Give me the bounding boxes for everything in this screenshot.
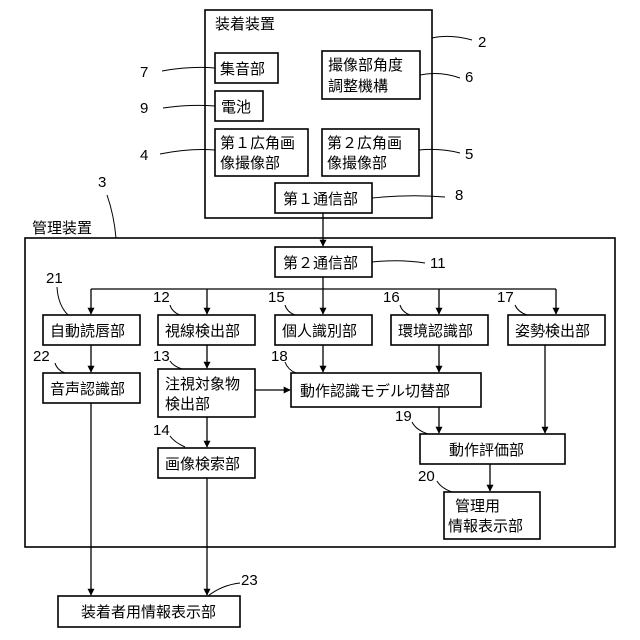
mic-ref: 7 bbox=[140, 64, 148, 81]
gaze-obj-ref: 13 bbox=[153, 348, 170, 365]
image-search-label: 画像検索部 bbox=[165, 455, 240, 473]
posture-ref-leader bbox=[515, 305, 527, 315]
image-search-ref-leader bbox=[170, 436, 185, 447]
cam2-line1: 第２広角画 bbox=[327, 134, 402, 152]
manager-title: 管理装置 bbox=[32, 219, 92, 237]
mic-label: 集音部 bbox=[220, 60, 265, 78]
gaze-ref: 12 bbox=[153, 289, 170, 306]
image-search-ref: 14 bbox=[153, 422, 170, 439]
gaze-obj-ref-leader bbox=[170, 361, 182, 369]
admin-display-ref: 20 bbox=[418, 468, 435, 485]
person-id-ref-leader bbox=[285, 305, 295, 315]
cam1-ref-leader bbox=[160, 150, 215, 155]
manager-ref: 3 bbox=[98, 174, 106, 191]
wearer-display-label: 装着者用情報表示部 bbox=[81, 603, 216, 621]
eval-ref-leader bbox=[412, 422, 428, 434]
cam2-ref: 5 bbox=[465, 146, 473, 163]
lipread-label: 自動読唇部 bbox=[50, 322, 125, 340]
comm2-ref: 11 bbox=[430, 255, 446, 272]
cam-mech-line2: 調整機構 bbox=[328, 77, 388, 95]
wearer-display-ref: 23 bbox=[241, 572, 258, 589]
device-title: 装着装置 bbox=[215, 15, 275, 33]
cam-mech-ref-leader bbox=[420, 74, 460, 78]
admin-display-ref-leader bbox=[437, 481, 452, 492]
device-ref-leader bbox=[432, 36, 472, 40]
battery-label: 電池 bbox=[221, 98, 251, 116]
env-label: 環境認識部 bbox=[398, 322, 473, 340]
posture-label: 姿勢検出部 bbox=[515, 322, 590, 340]
person-id-ref: 15 bbox=[268, 289, 285, 306]
posture-ref: 17 bbox=[497, 289, 514, 306]
comm2-ref-leader bbox=[372, 261, 425, 263]
mic-ref-leader bbox=[162, 67, 215, 71]
env-ref: 16 bbox=[383, 289, 400, 306]
lipread-ref: 21 bbox=[46, 270, 63, 287]
device-ref: 2 bbox=[478, 34, 486, 51]
comm2-label: 第２通信部 bbox=[283, 254, 358, 272]
wearer-display-ref-leader bbox=[208, 583, 240, 596]
speech-label: 音声認識部 bbox=[50, 380, 125, 398]
gaze-ref-leader bbox=[170, 305, 180, 315]
battery-ref: 9 bbox=[140, 100, 148, 117]
manager-ref-leader bbox=[107, 195, 116, 238]
gaze-obj-line2: 検出部 bbox=[165, 395, 210, 413]
gaze-obj-line1: 注視対象物 bbox=[165, 375, 240, 393]
admin-display-line1: 管理用 bbox=[455, 497, 500, 515]
battery-ref-leader bbox=[163, 105, 215, 108]
speech-ref-leader bbox=[55, 363, 65, 373]
lipread-ref-leader bbox=[57, 287, 68, 315]
cam1-line1: 第１広角画 bbox=[220, 134, 295, 152]
eval-label: 動作評価部 bbox=[449, 441, 524, 459]
cam1-ref: 4 bbox=[140, 147, 148, 164]
model-switch-label: 動作認識モデル切替部 bbox=[300, 382, 450, 400]
cam-mech-ref: 6 bbox=[465, 69, 473, 86]
person-id-label: 個人識別部 bbox=[282, 322, 357, 340]
cam2-line2: 像撮像部 bbox=[327, 154, 387, 172]
cam-mech-line1: 撮像部角度 bbox=[328, 56, 403, 74]
comm1-label: 第１通信部 bbox=[283, 190, 358, 208]
speech-ref: 22 bbox=[33, 348, 50, 365]
admin-display-line2: 情報表示部 bbox=[448, 517, 523, 535]
comm1-ref: 8 bbox=[455, 187, 463, 204]
model-switch-ref: 18 bbox=[271, 348, 288, 365]
comm1-ref-leader bbox=[372, 196, 445, 198]
env-ref-leader bbox=[400, 305, 410, 315]
cam1-line2: 像撮像部 bbox=[220, 154, 280, 172]
gaze-label: 視線検出部 bbox=[165, 322, 240, 340]
eval-ref: 19 bbox=[395, 408, 412, 425]
cam2-ref-leader bbox=[419, 149, 460, 153]
